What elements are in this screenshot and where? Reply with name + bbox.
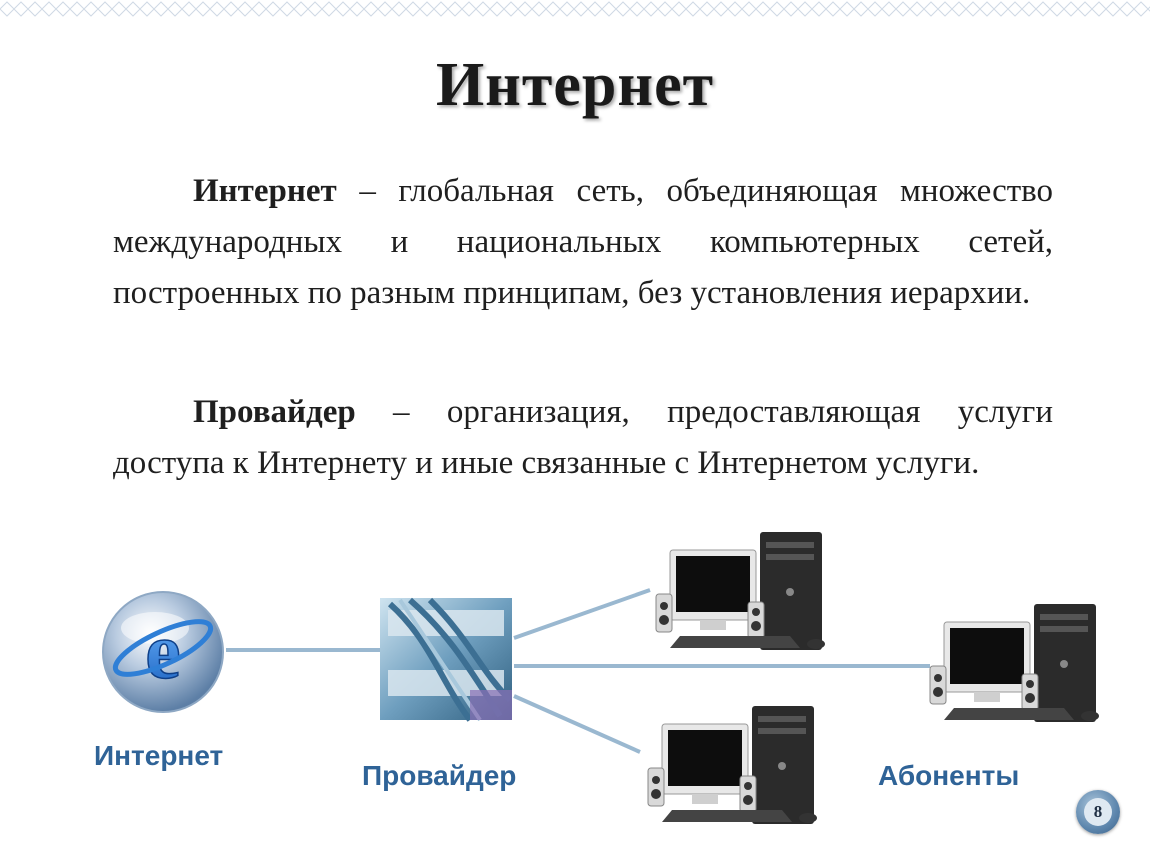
provider-definition-text: – организация, предоставляющая услуги до… <box>113 394 1053 481</box>
svg-text:e: e <box>145 608 181 696</box>
desktop-computer-icon <box>929 603 1100 723</box>
network-diagram: e <box>102 531 1100 825</box>
internet-definition: Интернет – глобальная сеть, объединяющая… <box>113 166 1053 319</box>
term-provider: Провайдер <box>193 394 356 430</box>
subscribers-label: Абоненты <box>878 760 1020 791</box>
desktop-computer-icon <box>647 705 818 825</box>
desktop-computer-icon <box>655 531 826 651</box>
page-number-badge: 8 <box>1076 790 1120 834</box>
slide-title: Интернет <box>435 51 715 119</box>
top-pattern-decoration <box>0 0 1150 18</box>
term-internet: Интернет <box>193 173 337 209</box>
link-provider-pc-top <box>513 588 651 640</box>
page-number: 8 <box>1084 798 1112 826</box>
provider-definition: Провайдер – организация, предоставляющая… <box>113 387 1053 489</box>
internet-definition-text: – глобальная сеть, объединяющая множеств… <box>113 173 1053 311</box>
network-switch-image <box>380 597 513 722</box>
internet-label: Интернет <box>94 740 224 771</box>
link-provider-pc-bottom <box>513 694 641 754</box>
provider-label: Провайдер <box>362 760 517 791</box>
internet-explorer-globe-icon: e <box>102 591 224 713</box>
